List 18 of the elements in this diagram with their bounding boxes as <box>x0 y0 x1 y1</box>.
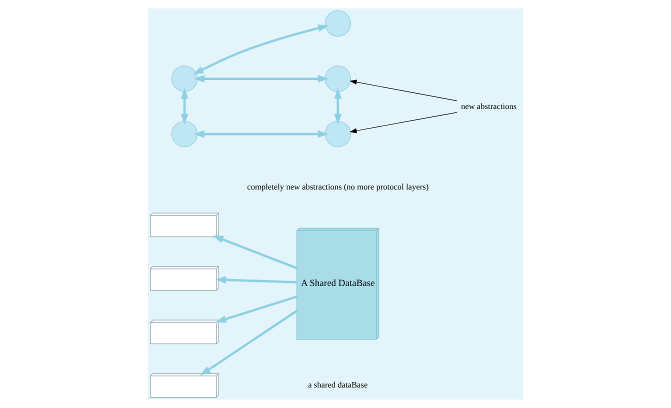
arrow <box>194 75 329 82</box>
arrow <box>192 24 329 75</box>
node-circle <box>171 120 198 148</box>
arrow <box>180 88 188 125</box>
node-circle <box>324 10 351 37</box>
arrow <box>215 276 297 284</box>
node-circle <box>324 66 351 92</box>
arrow <box>350 112 458 134</box>
node-circle <box>324 120 351 148</box>
arrow <box>212 236 298 270</box>
arrow <box>350 80 458 102</box>
node-circle <box>171 66 198 92</box>
arrow <box>334 88 342 125</box>
node-text: new abstractions <box>461 102 517 111</box>
label: completely new abstractions (no more protocol layers) <box>247 182 429 192</box>
arrow <box>194 130 329 138</box>
arrow <box>200 310 298 376</box>
label: a shared dataBase <box>308 380 368 390</box>
